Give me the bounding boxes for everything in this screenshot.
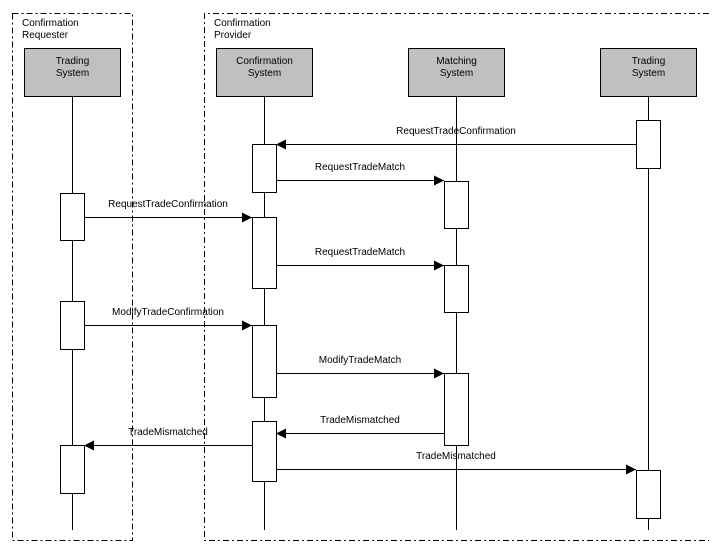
lifeline-header-matching-system[interactable]: Matching System (408, 48, 505, 97)
message-arrow[interactable] (84, 212, 252, 223)
activation-bar (444, 181, 469, 229)
activation-bar (252, 144, 277, 193)
arrowhead-icon (434, 175, 444, 186)
activation-bar (252, 421, 277, 482)
message-arrow[interactable] (276, 464, 636, 475)
message-label: RequestTradeMatch (314, 162, 406, 173)
arrowhead-icon (276, 428, 286, 439)
activation-bar (636, 120, 661, 169)
activation-bar (60, 301, 85, 350)
arrowhead-icon (242, 320, 252, 331)
arrowhead-icon (242, 212, 252, 223)
message-label: ModifyTradeConfirmation (112, 307, 224, 318)
message-label: RequestTradeMatch (314, 247, 406, 258)
frame-provider (204, 13, 709, 541)
message-label: RequestTradeConfirmation (396, 126, 516, 137)
activation-bar (444, 373, 469, 446)
frame-title-provider: Confirmation Provider (214, 18, 271, 41)
message-arrow[interactable] (276, 139, 636, 150)
lifeline-header-trading-system-requester[interactable]: Trading System (24, 48, 121, 97)
message-label: ModifyTradeMatch (318, 355, 402, 366)
activation-bar (444, 265, 469, 313)
message-arrow[interactable] (276, 175, 444, 186)
message-label: RequestTradeConfirmation (108, 199, 228, 210)
frame-requester (12, 13, 133, 541)
activation-bar (252, 325, 277, 398)
message-label: TradeMismatched (416, 451, 496, 462)
message-arrow[interactable] (276, 368, 444, 379)
lifeline-header-trading-system-provider[interactable]: Trading System (600, 48, 697, 97)
message-arrow[interactable] (84, 440, 252, 451)
arrowhead-icon (84, 440, 94, 451)
activation-bar (60, 193, 85, 241)
arrowhead-icon (626, 464, 636, 475)
activation-bar (60, 445, 85, 494)
message-arrow[interactable] (84, 320, 252, 331)
activation-bar (252, 217, 277, 289)
message-arrow[interactable] (276, 428, 444, 439)
arrowhead-icon (276, 139, 286, 150)
activation-bar (636, 470, 661, 519)
message-arrow[interactable] (276, 260, 444, 271)
arrowhead-icon (434, 260, 444, 271)
lifeline-header-confirmation-system[interactable]: Confirmation System (216, 48, 313, 97)
arrowhead-icon (434, 368, 444, 379)
message-label: TradeMismatched (320, 415, 400, 426)
frame-title-requester: Confirmation Requester (22, 18, 79, 41)
message-label: TradeMismatched (128, 427, 208, 438)
